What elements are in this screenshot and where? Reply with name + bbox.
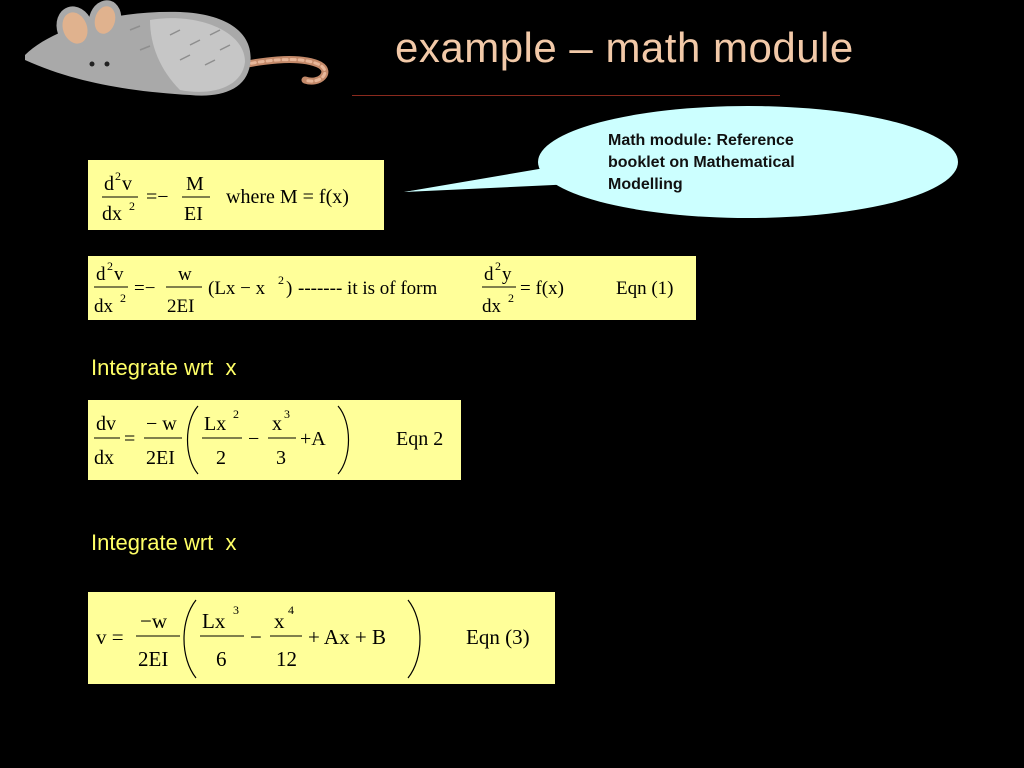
eq1-eqminus: =− [134, 278, 155, 299]
eq3-minus: − [250, 625, 262, 649]
eq3-six: 6 [216, 647, 227, 671]
equation-box-3: v = −w 2EI Lx 3 6 − x 4 12 + Ax + B Eqn … [88, 592, 555, 684]
eq3-Lx: Lx [202, 609, 226, 633]
eq0-eqminus: =− [146, 186, 169, 208]
eq3-negw: −w [140, 609, 168, 633]
eq0-d: d [104, 173, 114, 195]
callout-line: booklet on Mathematical [608, 154, 795, 171]
eq1-d: d [96, 264, 106, 285]
eq3-rest: + Ax + B [308, 625, 386, 649]
eq1-sq3: 2 [278, 273, 284, 287]
eq0-EI: EI [184, 203, 203, 225]
eq2-negw: − w [146, 413, 177, 435]
eq0-M: M [186, 173, 204, 195]
eq1-sq2: 2 [120, 291, 126, 305]
eq3-label: Eqn (3) [466, 625, 530, 649]
eq3-four: 4 [288, 603, 294, 617]
eq3-x: x [274, 609, 285, 633]
eq0-sq: 2 [115, 169, 121, 183]
eq1-eqf: = f(x) [520, 278, 564, 299]
callout-line: Modelling [608, 176, 683, 193]
eq2-sq: 2 [233, 407, 239, 421]
eq0-dx: dx [102, 203, 122, 225]
eq3-cube: 3 [233, 603, 239, 617]
eq2-minus: − [248, 428, 259, 450]
eq1-close: ) [286, 278, 292, 299]
eq1-label: Eqn (1) [616, 278, 674, 299]
eq3-twelve: 12 [276, 647, 297, 671]
caption-integrate-1: Integrate wrt x [91, 355, 237, 380]
equation-box-2: dv dx = − w 2EI Lx 2 2 − x 3 3 +A Eqn 2 [88, 400, 461, 480]
equation-box-0: d 2 v dx 2 =− M EI where M = f(x) [88, 160, 384, 230]
eq2-three: 3 [276, 447, 286, 469]
eq3-v: v = [96, 625, 124, 649]
eq1-dx: dx [94, 296, 114, 317]
eq1-dx2: dx [482, 296, 502, 317]
eq2-two: 2 [216, 447, 226, 469]
callout-bubble [404, 106, 958, 218]
eq2-Lx: Lx [204, 413, 226, 435]
eq1-sq5: 2 [508, 291, 514, 305]
eq1-y: y [502, 264, 512, 285]
eq1-v: v [114, 264, 124, 285]
eq1-sq4: 2 [495, 259, 501, 273]
slide-title: example – math module [395, 24, 854, 71]
eq2-x: x [272, 413, 282, 435]
eq3-2EI: 2EI [138, 647, 168, 671]
eq2-label: Eqn 2 [396, 428, 443, 450]
eq0-sq2: 2 [129, 199, 135, 213]
equation-box-1: d 2 v dx 2 =− w 2EI (Lx − x 2 ) ------- … [88, 256, 696, 320]
eq2-2EI: 2EI [146, 447, 175, 469]
callout-line: Math module: Reference [608, 132, 794, 149]
eq2-dv: dv [96, 413, 116, 435]
eq1-w: w [178, 264, 192, 285]
title-rule [352, 95, 780, 96]
mouse-icon [25, 0, 329, 96]
eq2-plusA: +A [300, 428, 326, 450]
eq2-dx: dx [94, 447, 114, 469]
eq1-dashes: ------- it is of form [298, 278, 438, 299]
eq1-2EI: 2EI [167, 296, 194, 317]
eq1-d2: d [484, 264, 494, 285]
eq2-cube: 3 [284, 407, 290, 421]
caption-integrate-2: Integrate wrt x [91, 530, 237, 555]
callout-text: Math module: Reference booklet on Mathem… [608, 130, 888, 196]
eq1-sq: 2 [107, 259, 113, 273]
eq0-where: where M = f(x) [226, 186, 349, 208]
eq2-eq: = [124, 428, 135, 450]
eq1-paren: (Lx − x [208, 278, 266, 299]
eq0-v: v [122, 173, 132, 195]
